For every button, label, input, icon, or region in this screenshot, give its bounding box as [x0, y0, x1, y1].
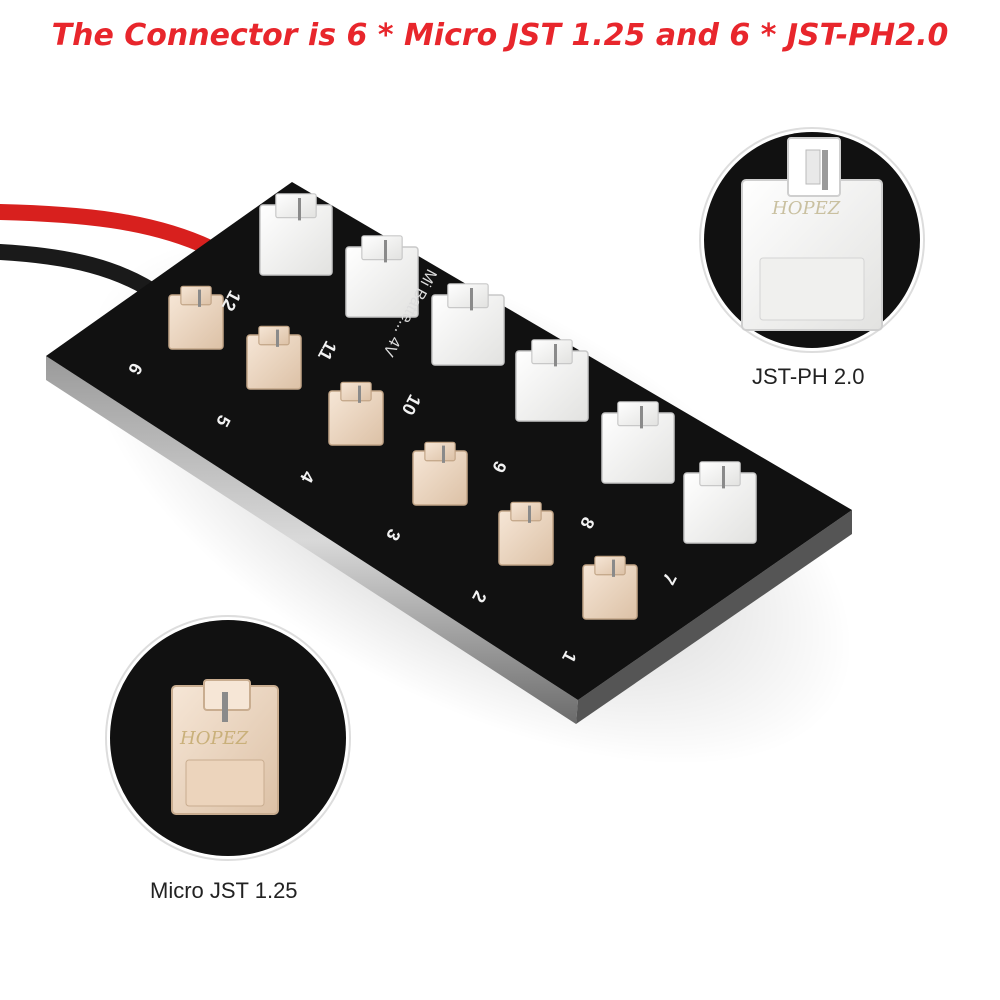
- jst-ph-connector-9: [515, 339, 589, 422]
- pcb-board: [46, 182, 852, 700]
- jst-ph-connector-11: [345, 235, 419, 318]
- red-wire: [0, 204, 218, 256]
- micro-callout: HOPEZ: [105, 615, 351, 861]
- jst-ph-connector-7: [683, 461, 757, 544]
- board-edge-right: [576, 510, 852, 724]
- micro-jst-connector-4: [328, 381, 384, 446]
- micro-jst-connector-2: [498, 501, 554, 566]
- jst-ph-connector-10: [431, 283, 505, 366]
- micro-jst-connector-6: [168, 285, 224, 350]
- board-edge: [46, 356, 578, 724]
- micro-jst-caption: Micro JST 1.25: [150, 878, 298, 903]
- ph-callout: HOPEZ: [699, 127, 925, 353]
- jst-ph-connector-12: [259, 193, 333, 276]
- jst-ph-connector-8: [601, 401, 675, 484]
- micro-watermark: HOPEZ: [179, 728, 249, 749]
- jst-ph-caption: JST-PH 2.0: [752, 364, 865, 389]
- micro-jst-connector-3: [412, 441, 468, 506]
- micro-jst-connector-5: [246, 325, 302, 390]
- ph-watermark: HOPEZ: [771, 198, 841, 219]
- connector-group: [168, 193, 757, 620]
- headline-text: The Connector is 6 * Micro JST 1.25 and …: [51, 18, 949, 53]
- micro-jst-connector-1: [582, 555, 638, 620]
